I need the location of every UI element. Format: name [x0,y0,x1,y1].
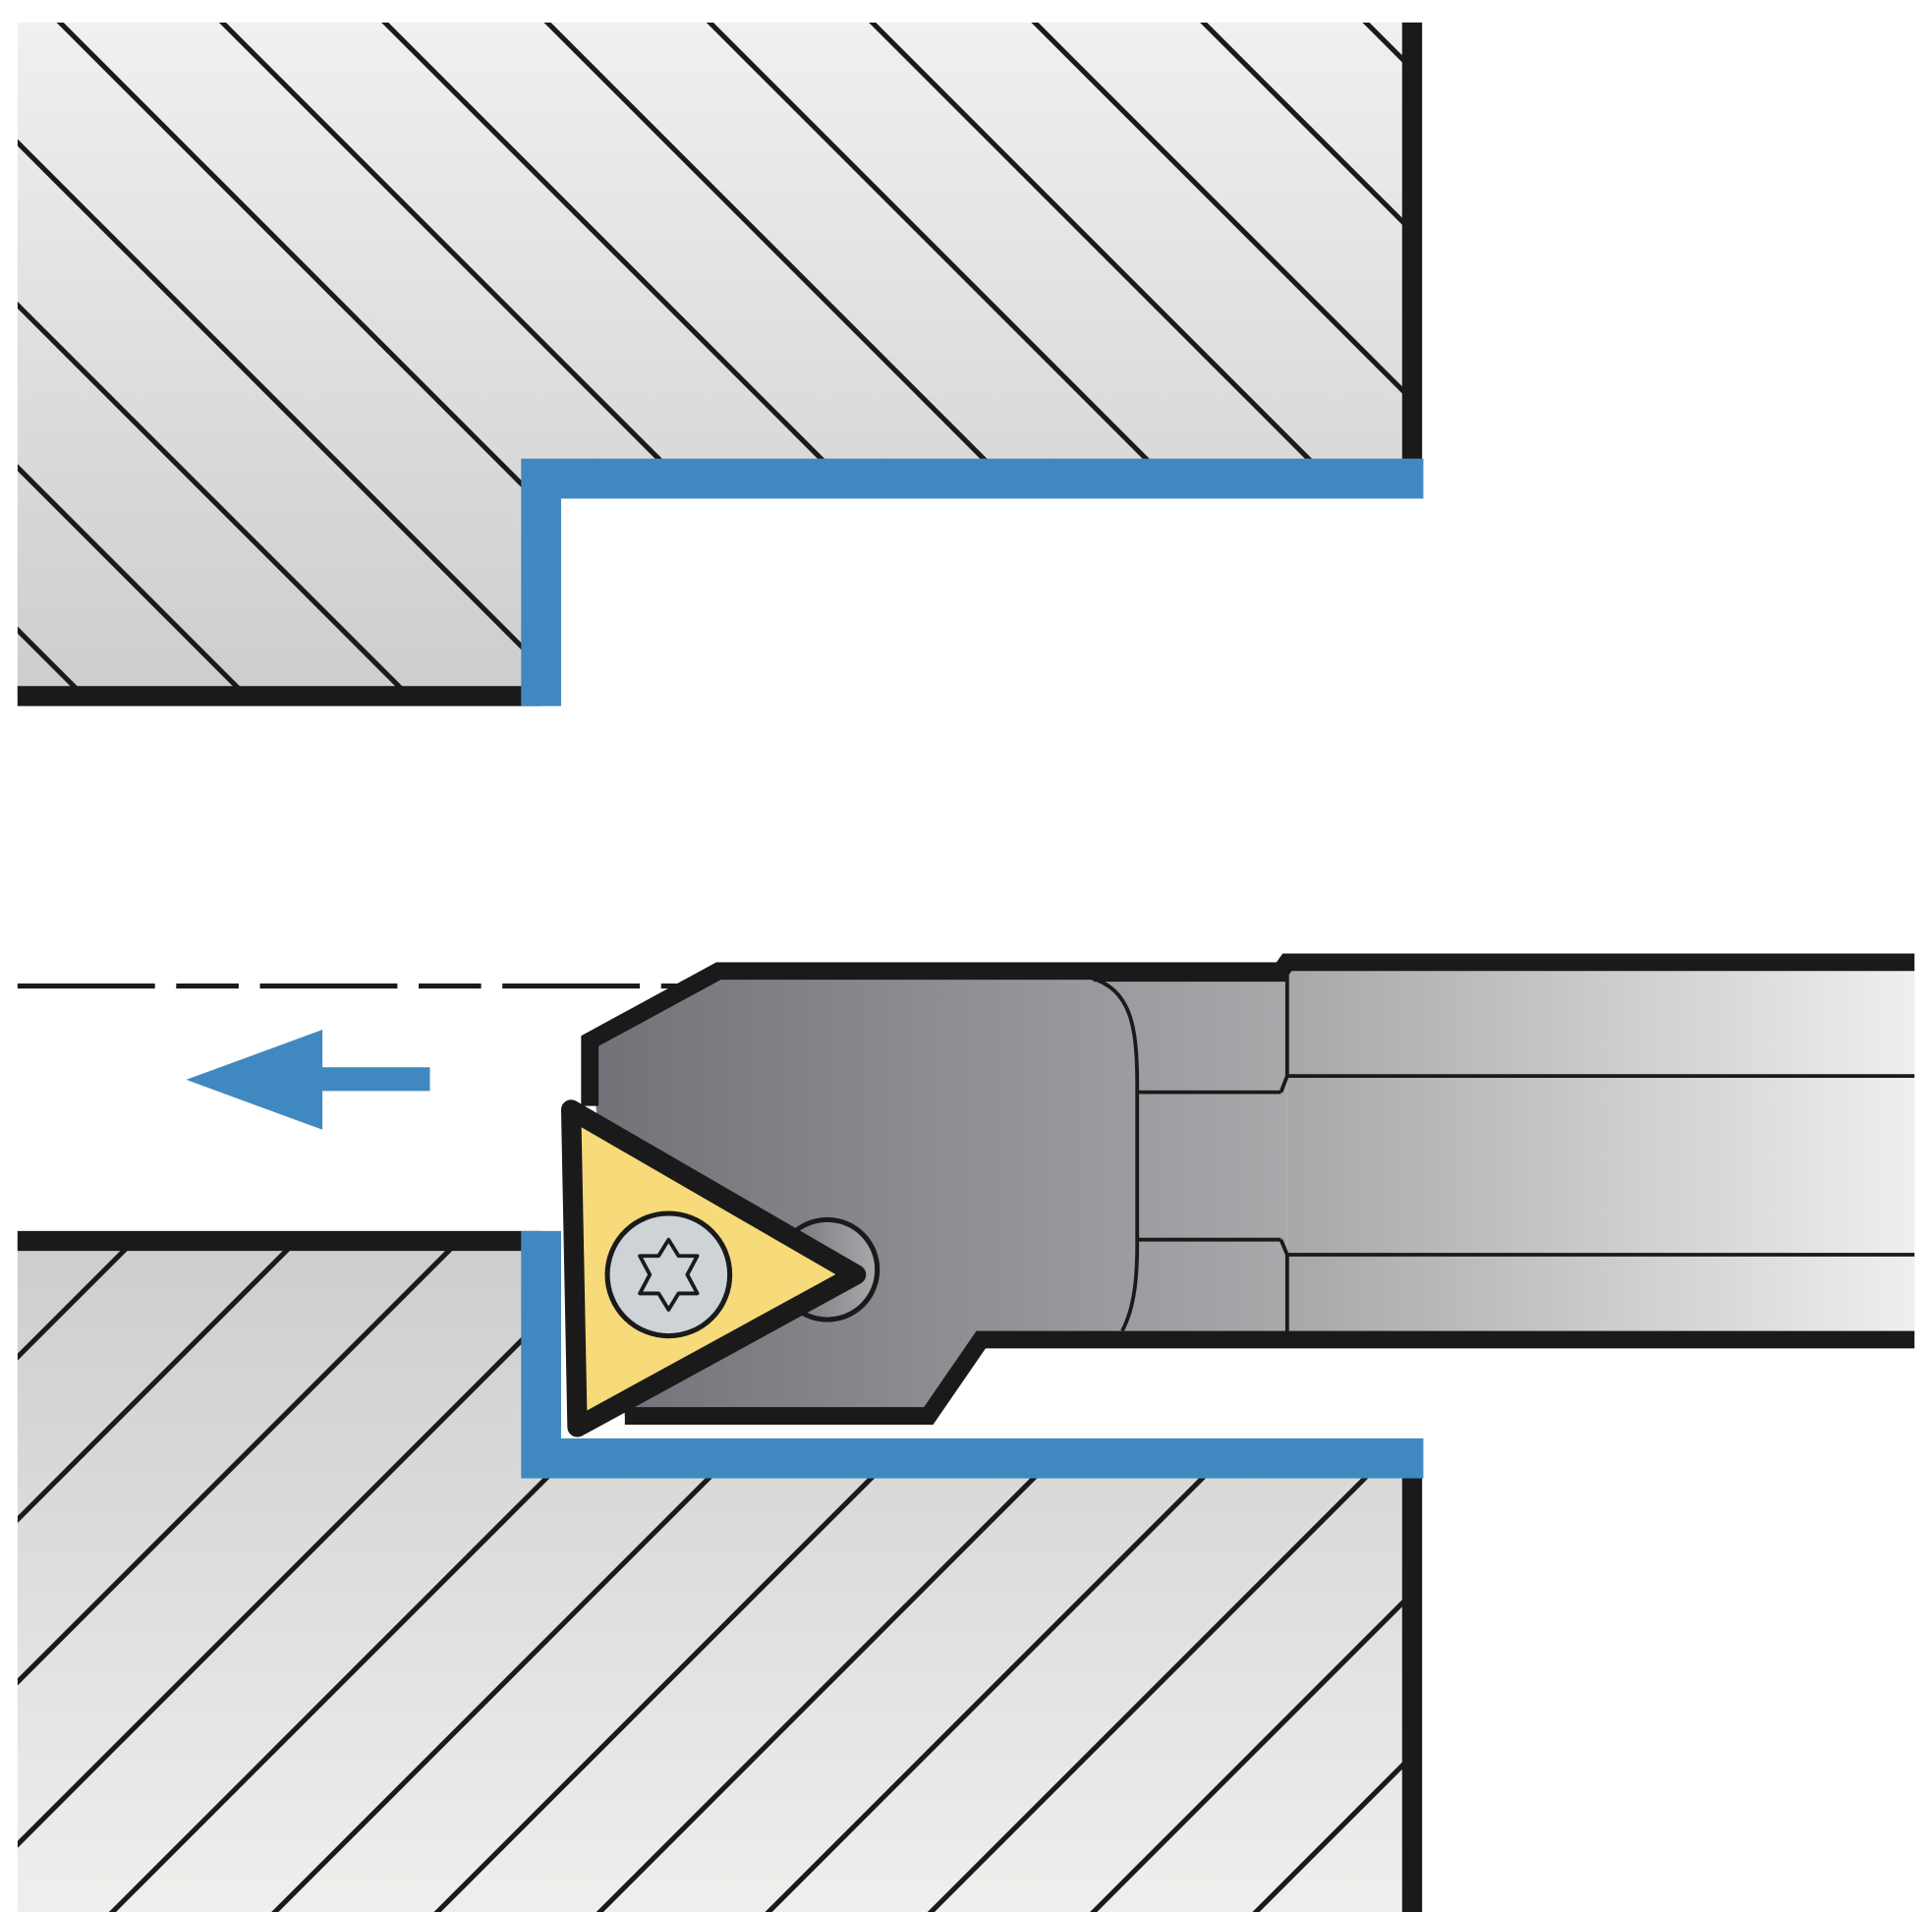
boring-bar [581,953,1915,1425]
tool-shank [1286,962,1915,1340]
workpiece-top [17,22,1424,706]
feed-direction-arrow-icon [186,1030,430,1130]
machined-surface-top [521,458,1424,706]
torx-screw [604,1210,733,1339]
cutting-insert [560,1099,867,1437]
machined-surface-bottom [521,1230,1424,1479]
torx-star-icon [638,1237,700,1312]
